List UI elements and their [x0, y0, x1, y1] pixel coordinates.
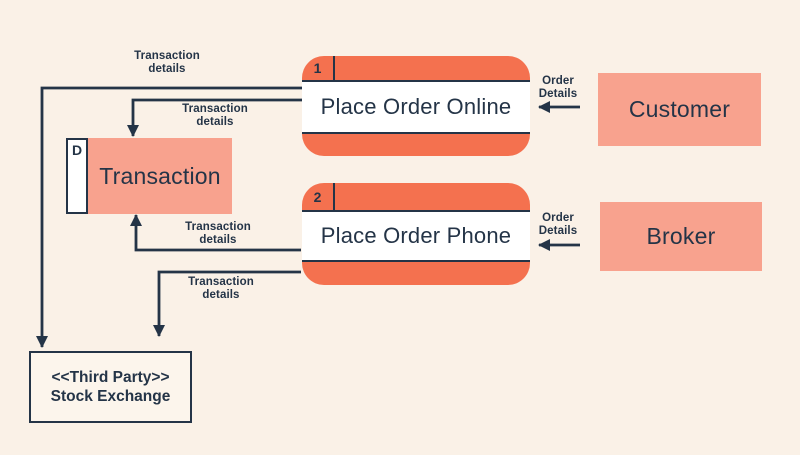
entity-broker: Broker: [600, 202, 762, 271]
label-line: Transaction: [188, 276, 254, 288]
label-line: Transaction: [185, 221, 251, 233]
label-line: details: [196, 116, 234, 128]
datastore-label: Transaction: [88, 138, 232, 214]
external-system-stereotype: <<Third Party>>: [51, 369, 170, 386]
process-place-order-phone: 2 Place Order Phone: [302, 183, 530, 285]
datastore-transaction: D Transaction: [66, 138, 232, 214]
process-place-order-online: 1 Place Order Online: [302, 56, 530, 156]
process-label: Place Order Online: [302, 82, 530, 132]
entity-customer: Customer: [598, 73, 761, 146]
flow-online-to-stock-exchange: [36, 86, 302, 348]
process-footer-band: [302, 260, 530, 285]
flow-online-to-transaction-store: [127, 98, 302, 137]
label-order-details-customer: Order Details: [528, 75, 588, 101]
label-line: details: [202, 289, 240, 301]
process-label: Place Order Phone: [302, 212, 530, 260]
label-line: Order: [542, 212, 574, 224]
label-line: Order: [542, 75, 574, 87]
external-system-name: Stock Exchange: [50, 388, 171, 405]
label-line: Transaction: [182, 103, 248, 115]
external-system-stock-exchange: <<Third Party>> Stock Exchange: [29, 351, 192, 423]
flow-phone-to-stock-exchange: [153, 270, 301, 337]
label-line: details: [199, 234, 237, 246]
process-number: 2: [302, 183, 335, 210]
label-line: Details: [538, 225, 578, 237]
label-order-details-broker: Order Details: [528, 212, 588, 238]
process-header-band: 2: [302, 183, 530, 212]
flow-phone-to-transaction-store: [130, 214, 301, 252]
label-transaction-details-phone-to-store: Transaction details: [168, 221, 268, 247]
label-transaction-details-online-to-store: Transaction details: [165, 103, 265, 129]
label-transaction-details-phone-to-exchange: Transaction details: [171, 276, 271, 302]
label-line: Details: [538, 88, 578, 100]
datastore-id-tab: D: [66, 138, 88, 214]
label-line: Transaction: [134, 50, 200, 62]
process-footer-band: [302, 132, 530, 156]
process-header-band: 1: [302, 56, 530, 82]
process-number: 1: [302, 56, 335, 80]
label-line: details: [148, 63, 186, 75]
label-transaction-details-online-to-exchange: Transaction details: [117, 50, 217, 76]
